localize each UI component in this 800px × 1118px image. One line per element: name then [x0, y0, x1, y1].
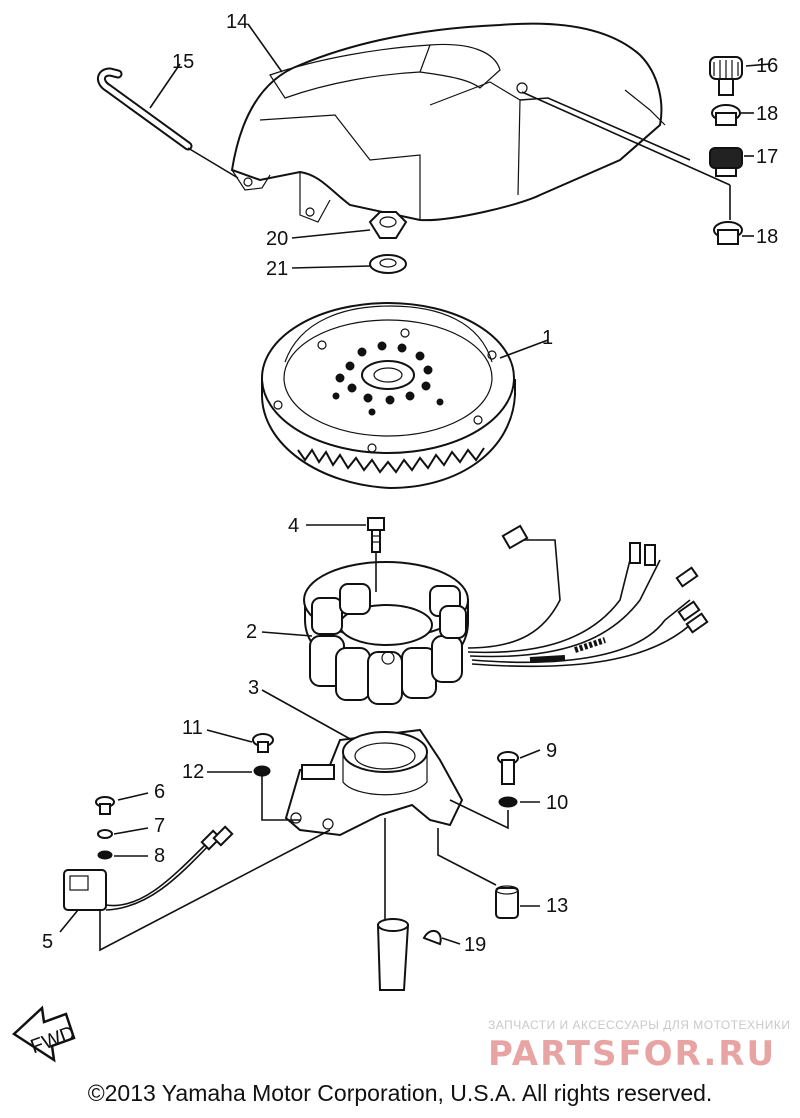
watermark-brand: PARTSFOR.RU	[488, 1034, 777, 1074]
callout-2: 2	[246, 621, 257, 643]
grommet-upper	[711, 104, 741, 126]
callout-11: 11	[182, 717, 203, 739]
flat-washer	[97, 850, 113, 860]
lock-washer	[97, 829, 113, 839]
crankshaft	[376, 918, 410, 991]
callout-10: 10	[546, 792, 568, 814]
washer	[369, 254, 407, 274]
callout-4: 4	[288, 515, 299, 537]
stator-bolt	[367, 517, 385, 553]
pulser-coil	[63, 825, 234, 911]
fwd-arrow: FWD	[11, 1005, 78, 1063]
callout-15: 15	[172, 51, 194, 73]
pulser-screw	[95, 796, 115, 815]
callout-9: 9	[546, 740, 557, 762]
grommet-lower	[713, 221, 743, 245]
stator	[303, 524, 709, 705]
flywheel-cover	[230, 22, 666, 223]
flywheel	[261, 302, 516, 490]
callout-labels: 1 2 3 4 5 6 7 8 9 10 11 12 13 14 15 16 1…	[42, 11, 778, 956]
callout-18-upper: 18	[756, 103, 778, 125]
nut	[368, 211, 408, 239]
screw-left	[252, 733, 274, 753]
callout-7: 7	[154, 815, 165, 837]
callout-14: 14	[226, 11, 248, 33]
rod	[97, 67, 193, 151]
callout-16: 16	[756, 55, 778, 77]
washer-left	[253, 765, 271, 777]
leader-lines	[59, 23, 771, 952]
callout-19: 19	[464, 934, 486, 956]
callout-8: 8	[154, 845, 165, 867]
callout-6: 6	[154, 781, 165, 803]
callout-21: 21	[266, 258, 288, 280]
woodruff-key	[422, 929, 442, 946]
callout-17: 17	[756, 146, 778, 168]
copyright-notice: ©2013 Yamaha Motor Corporation, U.S.A. A…	[87, 1080, 713, 1106]
callout-20: 20	[266, 228, 288, 250]
knob	[709, 56, 743, 96]
washer-right	[498, 796, 518, 808]
collar	[495, 885, 519, 919]
watermark-tagline: ЗАПЧАСТИ И АКСЕССУАРЫ ДЛЯ МОТОТЕХНИКИ	[488, 1018, 791, 1032]
callout-12: 12	[182, 761, 204, 783]
callout-5: 5	[42, 931, 53, 953]
callout-18-lower: 18	[756, 226, 778, 248]
rubber-mount	[709, 147, 743, 177]
screw-right	[497, 751, 519, 785]
callout-13: 13	[546, 895, 568, 917]
callout-3: 3	[248, 677, 259, 699]
stator-base	[284, 728, 464, 837]
callout-1: 1	[542, 327, 553, 349]
